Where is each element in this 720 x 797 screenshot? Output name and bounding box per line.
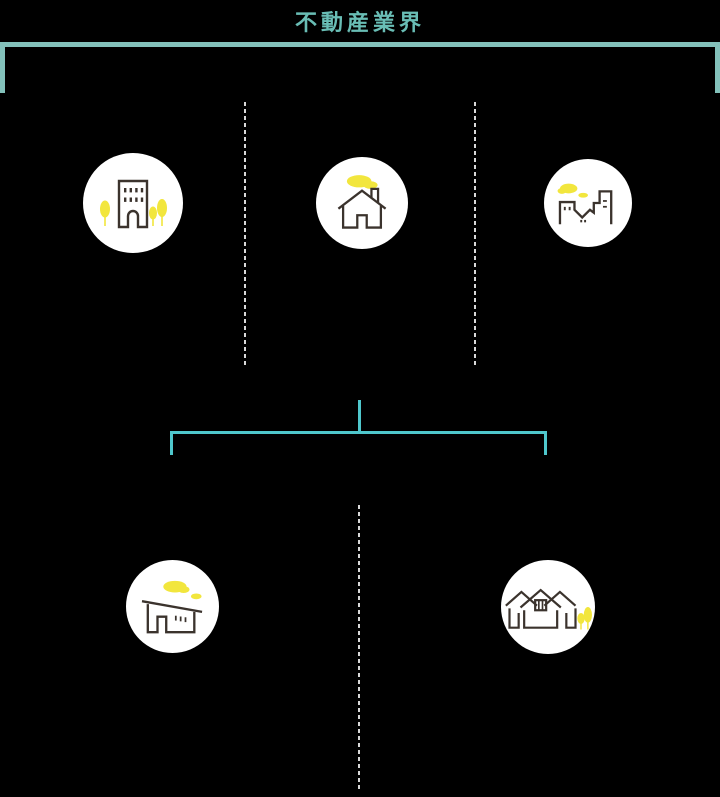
houses-row-icon <box>505 588 592 629</box>
dashed-divider-bottom <box>358 505 360 790</box>
office-building-icon <box>100 179 167 229</box>
modern-house-icon <box>141 580 202 633</box>
split-bracket-right-leg <box>544 431 547 455</box>
house-icon <box>337 175 387 229</box>
node-houses-row <box>501 560 595 654</box>
node-office-building <box>83 153 183 253</box>
node-house <box>316 157 408 249</box>
dashed-divider-right <box>474 102 476 365</box>
top-bracket-right-leg <box>715 42 720 93</box>
cityscape-icon <box>557 183 613 225</box>
node-modern-house <box>126 560 219 653</box>
page-title: 不動産業界 <box>294 10 425 35</box>
top-bracket-horizontal <box>0 42 720 47</box>
dashed-divider-left <box>244 102 246 365</box>
split-bracket-stem <box>358 400 361 433</box>
split-bracket-horizontal <box>170 431 547 434</box>
node-cityscape <box>544 159 632 247</box>
split-bracket-left-leg <box>170 431 173 455</box>
top-bracket-left-leg <box>0 42 5 93</box>
